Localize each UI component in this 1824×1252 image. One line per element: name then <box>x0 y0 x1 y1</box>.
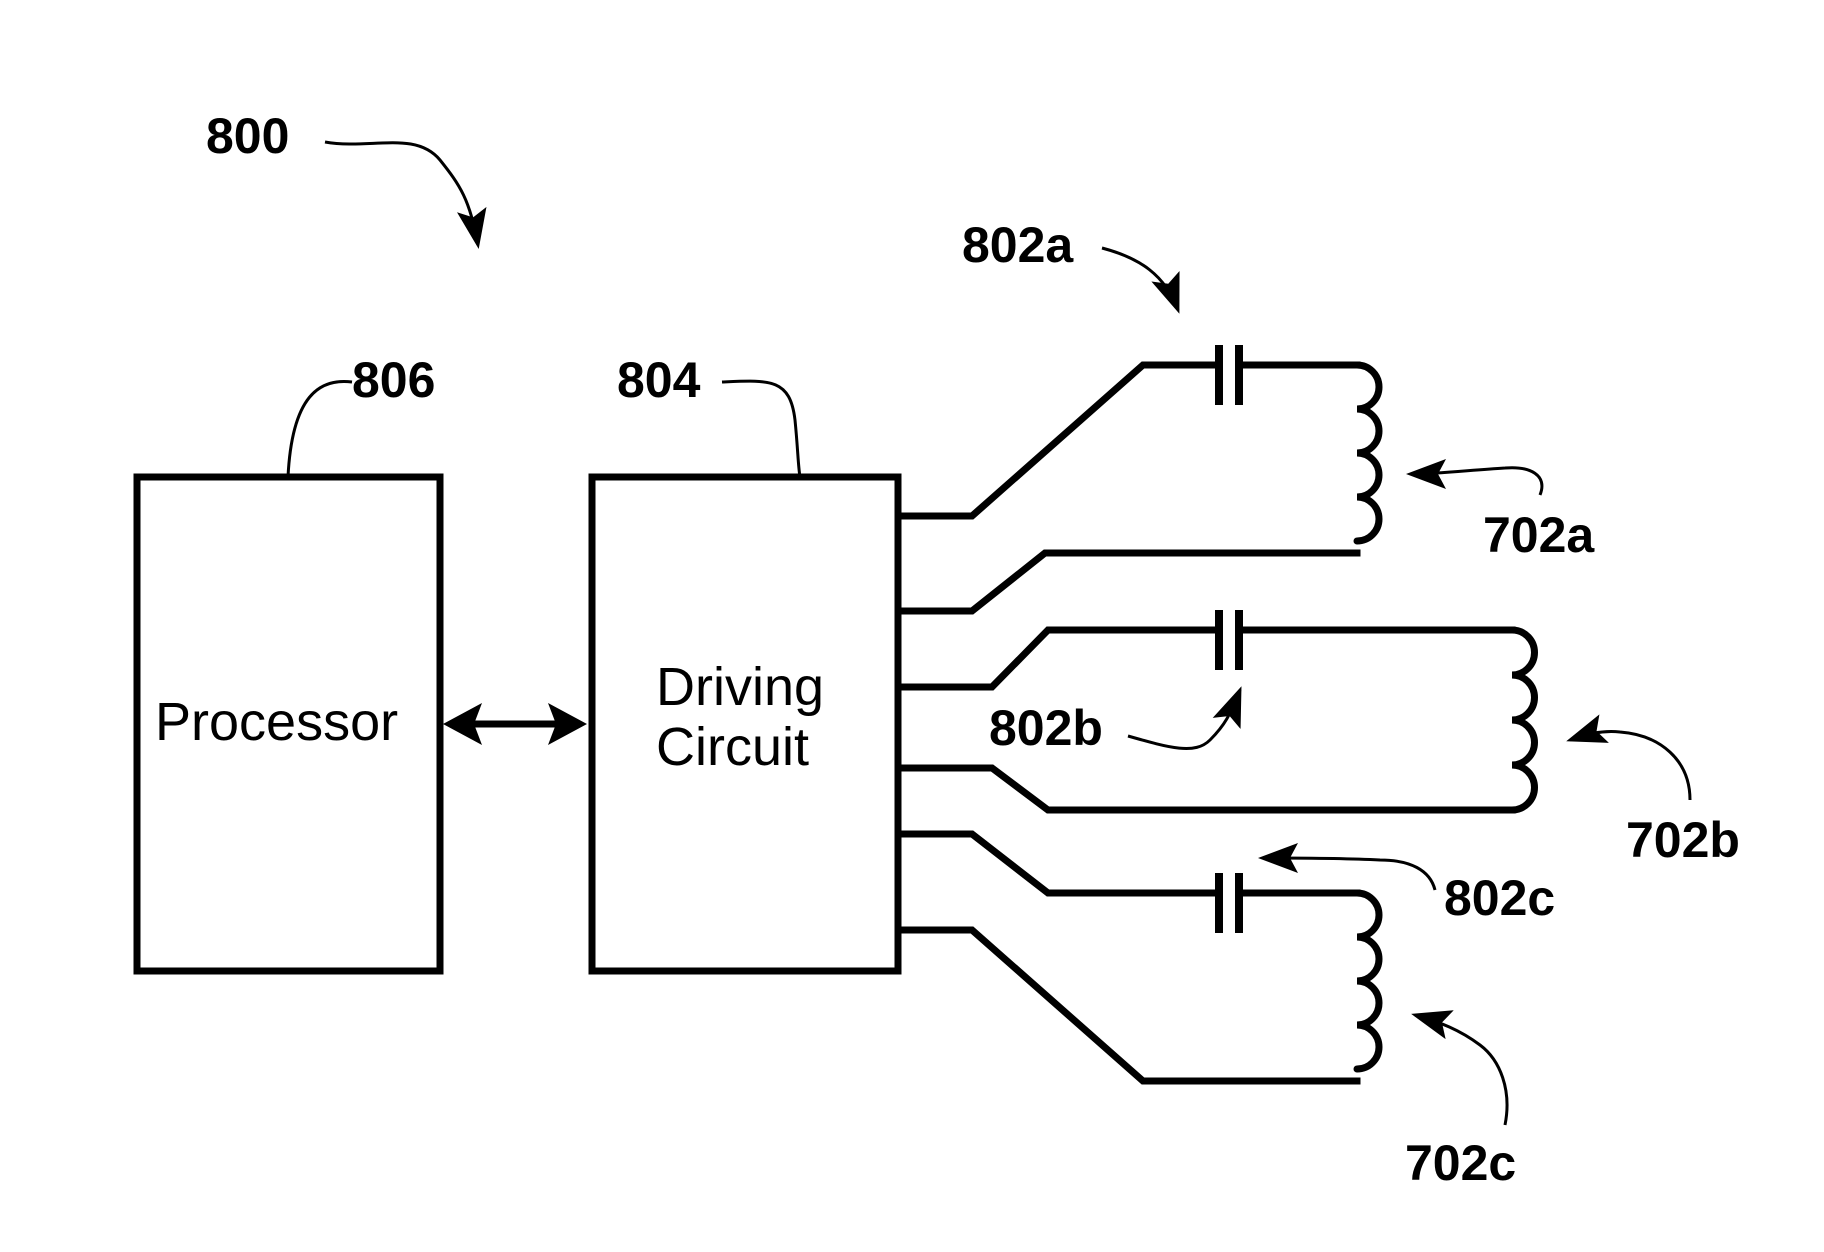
driving-circuit-label-line1: Driving <box>656 657 824 717</box>
capacitor-802a-ref-label: 802a <box>962 217 1074 273</box>
driving-circuit-ref-label: 804 <box>617 352 701 408</box>
capacitor-802c-leader <box>1262 858 1435 890</box>
processor-ref-label: 806 <box>352 352 435 408</box>
driving-circuit-ref-leader <box>722 381 800 477</box>
coil-702c-ref-label: 702c <box>1405 1135 1516 1191</box>
coil-702c <box>1357 893 1379 1069</box>
capacitor-802b-leader <box>1128 690 1240 749</box>
wire-a-bottom <box>898 553 1357 611</box>
processor-label: Processor <box>155 692 398 752</box>
wire-c-bottom <box>898 930 1357 1081</box>
processor-ref-leader <box>288 381 352 477</box>
coil-702a <box>1357 365 1379 541</box>
wire-b-top <box>898 630 1215 687</box>
coil-702c-leader <box>1415 1015 1507 1125</box>
coil-702b-leader <box>1570 732 1690 800</box>
wire-a-top <box>898 365 1215 516</box>
coil-702b-ref-label: 702b <box>1626 812 1740 868</box>
coil-702b <box>1512 630 1535 810</box>
wire-c-top <box>898 834 1215 893</box>
system-ref-label: 800 <box>206 108 289 164</box>
capacitor-802a-leader <box>1102 248 1178 310</box>
wire-b-bottom <box>898 768 1512 810</box>
driving-circuit-label-line2: Circuit <box>656 717 809 777</box>
system-ref-leader <box>325 142 478 245</box>
coil-702a-ref-label: 702a <box>1483 507 1595 563</box>
capacitor-802b-ref-label: 802b <box>989 700 1103 756</box>
coil-702a-leader <box>1410 468 1542 495</box>
capacitor-802c-ref-label: 802c <box>1444 870 1555 926</box>
